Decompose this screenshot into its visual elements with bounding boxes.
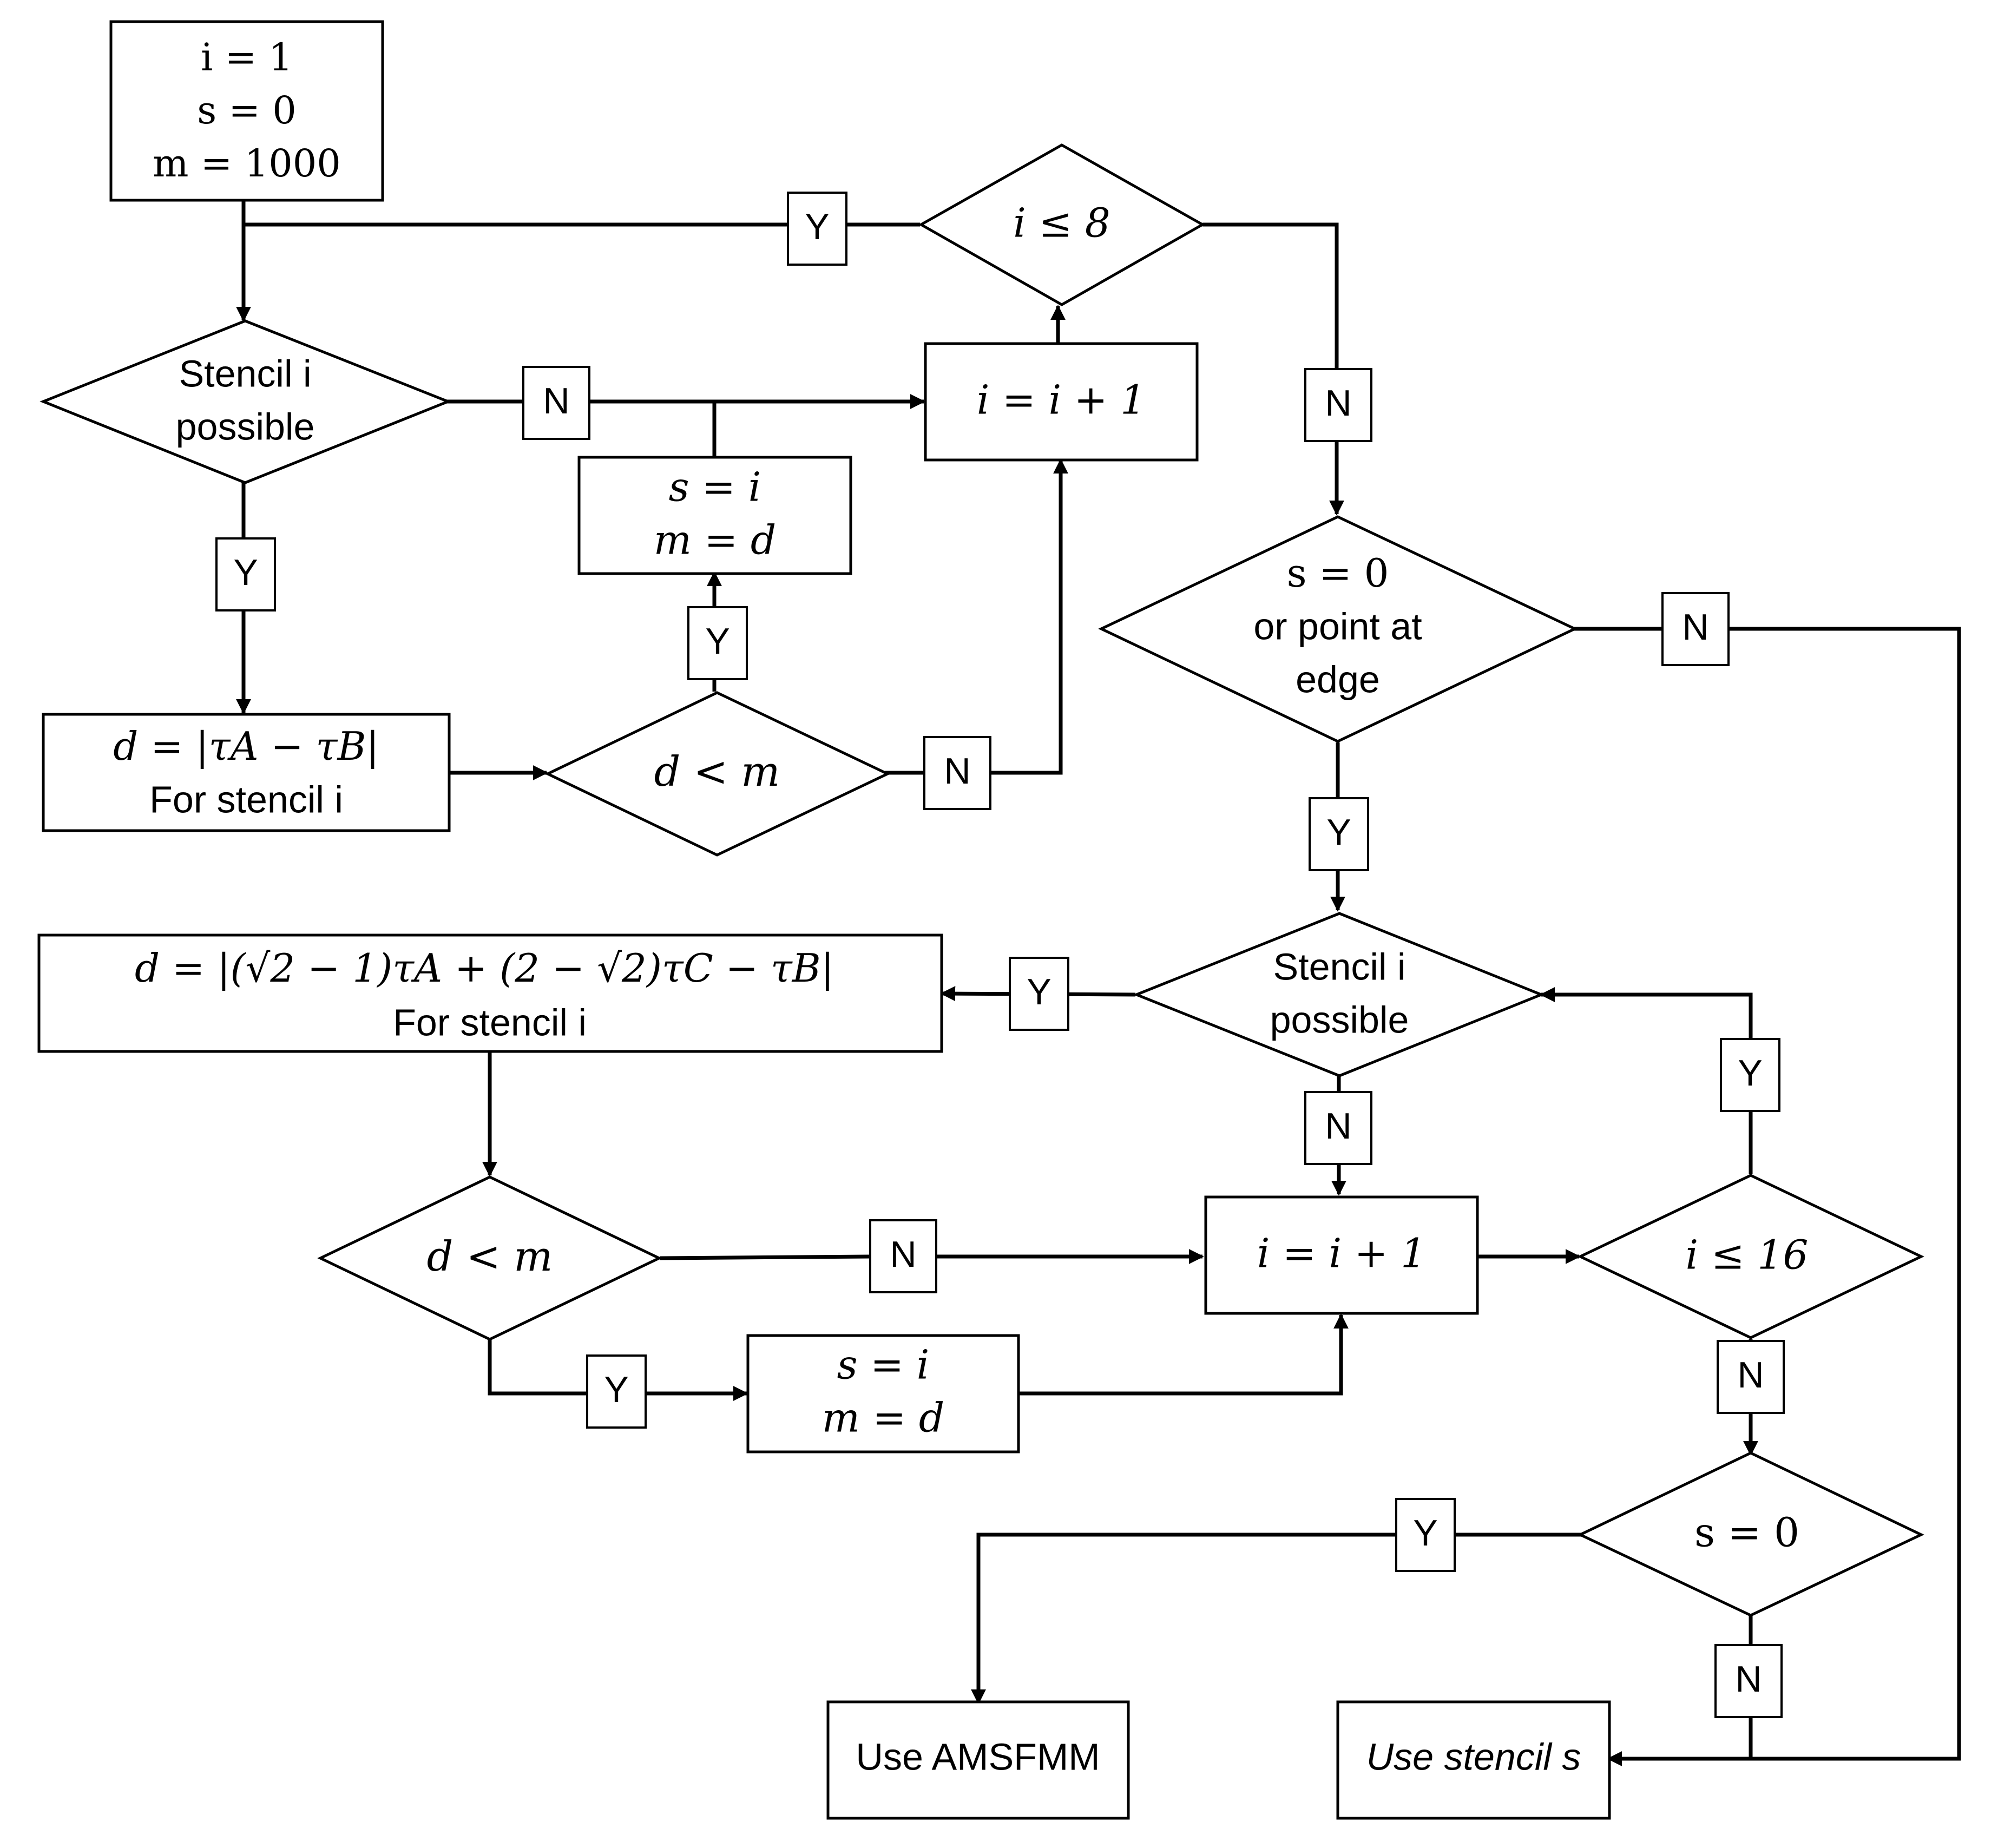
- edge-label-y-stencil1-text: Y: [233, 552, 258, 593]
- edge-label-n-cond2: N: [869, 1219, 937, 1293]
- calc-box-1: d = |τA − τB| For stencil i: [42, 713, 451, 832]
- edge-label-y-i16: Y: [1720, 1038, 1780, 1112]
- increment-box-1: i = i + 1: [924, 342, 1199, 462]
- init-line-1: i = 1: [201, 35, 293, 80]
- init-line-3: m = 1000: [153, 141, 341, 186]
- edge-label-y-stencil1: Y: [215, 537, 276, 611]
- calc-2-formula: d = |(√2 − 1)τA + (2 − √2)τC − τB|: [135, 945, 834, 991]
- decision-stencil-possible-1: Stencil i possible: [40, 319, 452, 484]
- decision-stencil-possible-2: Stencil i possible: [1133, 912, 1545, 1077]
- decision-d-lt-m-1: d < m: [544, 691, 891, 857]
- decision-d-lt-m-2-text: d < m: [427, 1232, 553, 1280]
- assign-box-1: s = i m = d: [577, 456, 852, 575]
- edge-label-n-s0-text: N: [1735, 1659, 1762, 1700]
- edge-cond2-yes: [488, 1338, 748, 1401]
- edge-label-n-i8: N: [1304, 368, 1372, 442]
- decision-s0-edge-line-3: edge: [1296, 658, 1380, 700]
- decision-i-le-16: i ≤ 16: [1577, 1174, 1924, 1339]
- edge-label-y-s0-text: Y: [1413, 1512, 1437, 1554]
- calc-2-caption: For stencil i: [393, 1001, 587, 1043]
- edge-label-n-stencil2-text: N: [1325, 1106, 1351, 1147]
- stencil-1-line-1: Stencil i: [179, 352, 311, 394]
- edge-label-y-s0: Y: [1395, 1498, 1456, 1572]
- assign-box-2: s = i m = d: [746, 1334, 1020, 1454]
- edge-cond1-no: [885, 458, 1068, 775]
- edge-label-y-cond1-text: Y: [705, 621, 730, 662]
- decision-i-le-8-text: i ≤ 8: [1013, 200, 1110, 246]
- edge-assign2-to-inc2: [1017, 1313, 1349, 1396]
- edge-label-y-i8: Y: [787, 192, 847, 266]
- decision-d-lt-m-2: d < m: [317, 1175, 662, 1341]
- assign-1-line-2: m = d: [654, 517, 777, 563]
- edge-label-y-stencil2: Y: [1009, 957, 1069, 1031]
- edge-label-n-s0: N: [1714, 1644, 1783, 1718]
- edge-label-n-stencil1-text: N: [543, 380, 569, 422]
- edge-label-n-i8-text: N: [1325, 383, 1351, 424]
- edge-label-y-i8-text: Y: [805, 206, 829, 247]
- stencil-2-line-1: Stencil i: [1273, 945, 1405, 988]
- edge-s0-yes: [971, 1533, 1581, 1705]
- decision-s0-edge-line-1: s = 0: [1287, 550, 1389, 596]
- increment-1-text: i = i + 1: [977, 377, 1146, 423]
- init-line-2: s = 0: [197, 88, 297, 133]
- use-amsfmm-text: Use AMSFMM: [856, 1735, 1100, 1778]
- edge-i16-yes: [1540, 987, 1753, 1174]
- stencil-1-line-2: possible: [176, 405, 315, 448]
- edge-s0edge-no: [1574, 627, 1961, 1766]
- edge-label-y-i16-text: Y: [1738, 1053, 1762, 1094]
- init-box: i = 1 s = 0 m = 1000: [109, 20, 384, 202]
- calc-1-caption: For stencil i: [149, 778, 343, 820]
- edge-label-y-cond2-text: Y: [604, 1369, 628, 1410]
- calc-box-2: d = |(√2 − 1)τA + (2 − √2)τC − τB| For s…: [37, 933, 943, 1053]
- decision-s0-or-edge: s = 0 or point at edge: [1098, 515, 1578, 743]
- assign-1-line-1: s = i: [669, 464, 761, 510]
- stencil-2-line-2: possible: [1270, 998, 1409, 1041]
- edge-label-n-cond1-text: N: [944, 751, 970, 792]
- edge-label-n-cond2-text: N: [890, 1234, 916, 1275]
- decision-i-le-16-text: i ≤ 16: [1686, 1232, 1809, 1278]
- decision-s0-edge-line-2: or point at: [1253, 605, 1422, 647]
- terminal-use-stencil-s: Use stencil s: [1336, 1700, 1611, 1820]
- decision-d-lt-m-1-text: d < m: [654, 747, 780, 795]
- edge-label-y-cond1: Y: [687, 606, 748, 680]
- increment-2-text: i = i + 1: [1257, 1230, 1427, 1277]
- decision-i-le-8: i ≤ 8: [918, 143, 1206, 306]
- edge-label-n-s0edge-text: N: [1682, 607, 1708, 648]
- assign-2-line-1: s = i: [837, 1341, 930, 1388]
- edge-label-y-cond2: Y: [586, 1354, 647, 1429]
- edge-label-y-s0edge: Y: [1309, 797, 1369, 871]
- edge-label-y-stencil2-text: Y: [1027, 971, 1051, 1012]
- decision-s-eq-0-text: s = 0: [1694, 1509, 1799, 1556]
- edge-label-n-stencil2: N: [1304, 1091, 1372, 1165]
- increment-box-2: i = i + 1: [1204, 1195, 1479, 1315]
- edge-label-n-i16-text: N: [1737, 1354, 1764, 1396]
- edge-label-n-s0edge: N: [1661, 592, 1730, 666]
- edge-label-n-cond1: N: [923, 736, 991, 810]
- decision-s-eq-0: s = 0: [1577, 1451, 1924, 1617]
- assign-2-line-2: m = d: [822, 1395, 945, 1441]
- terminal-use-amsfmm: Use AMSFMM: [826, 1700, 1130, 1820]
- calc-1-formula: d = |τA − τB|: [113, 724, 379, 769]
- edge-label-y-s0edge-text: Y: [1326, 812, 1351, 853]
- edge-label-n-i16: N: [1717, 1340, 1785, 1414]
- use-stencil-s-text: Use stencil s: [1366, 1735, 1581, 1778]
- edge-label-n-stencil1: N: [522, 366, 590, 440]
